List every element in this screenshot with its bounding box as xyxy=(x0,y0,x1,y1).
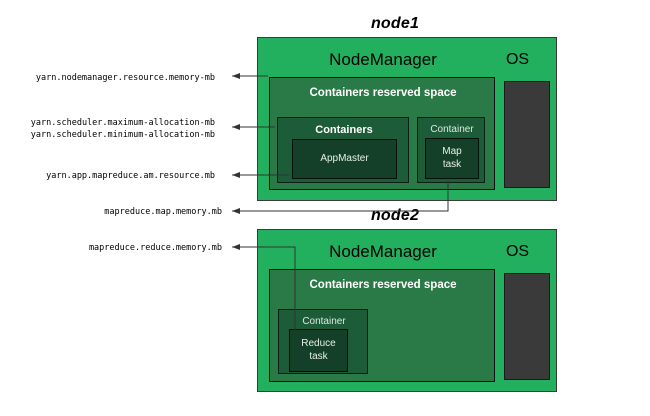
node1-container-label: Container xyxy=(430,124,474,135)
node2-title: node2 xyxy=(370,207,420,224)
annotation-am-resource: yarn.app.mapreduce.am.resource.mb xyxy=(46,171,215,181)
node2-container-box: Container Reduce task xyxy=(278,309,368,374)
node1-title: node1 xyxy=(370,15,420,32)
node2-reduce-task-label: Reduce task xyxy=(290,330,347,371)
node1-reserved-space: Containers reserved space Containers App… xyxy=(269,77,495,190)
node1-os-label: OS xyxy=(505,51,530,68)
node1-container-box: Container Map task xyxy=(417,117,485,183)
node1-os-box xyxy=(504,81,550,188)
node1-box: NodeManager OS Containers reserved space… xyxy=(257,37,557,201)
node2-reduce-task-box: Reduce task xyxy=(289,329,348,372)
node1-containers-label: Containers xyxy=(315,124,373,136)
node2-reserved-space: Containers reserved space Container Redu… xyxy=(269,269,495,382)
node2-reserved-space-label: Containers reserved space xyxy=(309,279,457,291)
node1-map-task-label: Map task xyxy=(426,139,478,178)
node2-container-label: Container xyxy=(302,316,346,327)
annotation-nm-resource-memory: yarn.nodemanager.resource.memory-mb xyxy=(35,73,215,83)
node1-appmaster-label: AppMaster xyxy=(320,152,369,164)
node1-reserved-space-label: Containers reserved space xyxy=(309,87,457,99)
node1-containers-box: Containers AppMaster xyxy=(277,117,409,183)
node2-os-box xyxy=(504,273,550,380)
node2-box: NodeManager OS Containers reserved space… xyxy=(257,229,557,392)
node1-appmaster-box: AppMaster xyxy=(292,139,397,179)
annotation-reduce-memory: mapreduce.reduce.memory.mb xyxy=(88,243,222,253)
annotation-sched-min-allocation: yarn.scheduler.minimum-allocation-mb xyxy=(30,130,215,140)
node2-reduce-task-line2: task xyxy=(309,350,328,362)
annotation-sched-max-allocation: yarn.scheduler.maximum-allocation-mb xyxy=(30,118,215,128)
node1-nodemanager-label: NodeManager xyxy=(329,50,437,69)
node1-map-task-line2: task xyxy=(442,158,462,170)
node2-os-label: OS xyxy=(505,243,530,260)
annotation-map-memory: mapreduce.map.memory.mb xyxy=(104,207,222,217)
node2-nodemanager-label: NodeManager xyxy=(329,242,437,261)
node1-map-task-box: Map task xyxy=(425,138,479,179)
node2-reduce-task-line1: Reduce xyxy=(301,338,336,349)
node1-map-task-line1: Map xyxy=(442,146,462,157)
